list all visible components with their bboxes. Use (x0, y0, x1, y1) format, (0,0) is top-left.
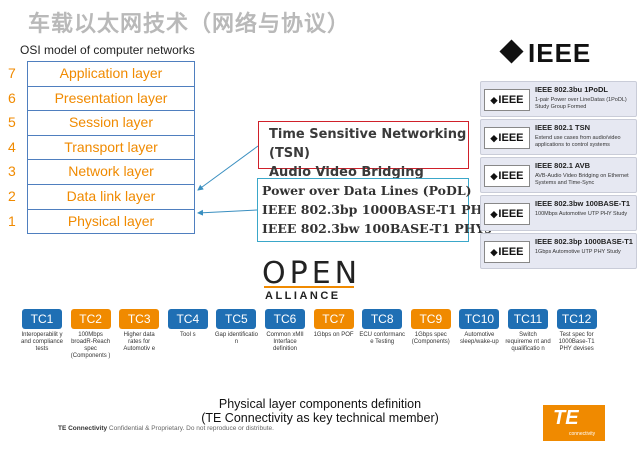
layer-name: Application layer (59, 65, 163, 81)
tc-description: Automotive sleep/wake-up (460, 332, 499, 345)
tc-description: 100Mbps broadR-Reach spec (Components ) (70, 332, 111, 359)
tc-chip: TC10 (459, 309, 500, 329)
te-connectivity-logo: TE connectivity (543, 405, 605, 441)
tc-item-9: TC9 1Gbps spec (Components) (410, 309, 451, 346)
phy-1000base-label: IEEE 802.3bp 1000BASE-T1 PHYs (262, 202, 499, 217)
layer-name: Transport layer (64, 138, 158, 155)
phy-100base-label: IEEE 802.3bw 100BASE-T1 PHYs (262, 221, 492, 236)
layer-number: 2 (8, 187, 16, 204)
tsn-label: Time Sensitive Networking (TSN) (269, 127, 467, 161)
ieee-card-title: IEEE 802.3bp 1000BASE-T1 (535, 237, 633, 246)
podl-phy-box: Power over Data Lines (PoDL) IEEE 802.3b… (257, 178, 499, 242)
ieee-card-title: IEEE 802.1 TSN (535, 123, 591, 132)
tc-description: 1Gbps spec (Components) (411, 332, 450, 345)
osi-caption: OSI model of computer networks (20, 43, 195, 57)
ieee-logo-text: IEEE (528, 38, 592, 68)
layer-number: 5 (8, 114, 16, 131)
footer-brand: TE Connectivity (58, 425, 108, 432)
footer-text: Confidential & Proprietary. Do not repro… (107, 425, 274, 432)
tc-chip: TC1 (22, 309, 62, 329)
caption-line-2: (TE Connectivity as key technical member… (201, 411, 439, 425)
layer-name: Data link layer (66, 187, 156, 204)
tc-description: Common xMII Interface definition (266, 332, 304, 352)
tc-chip: TC12 (556, 309, 597, 329)
ieee-card-subtitle: 1Gbps Automotive UTP PHY Study (535, 249, 621, 255)
te-logo-text: TE (553, 407, 579, 429)
ieee-badge: IEEE (484, 127, 530, 149)
tc-chip: TC11 (508, 309, 548, 329)
tc-chip: TC9 (410, 309, 451, 329)
tsn-to-datalink-arrow (197, 145, 259, 191)
osi-layer-stack: 7 Application layer 6 Presentation layer 5… (8, 61, 195, 235)
ieee-badge: IEEE (484, 89, 530, 111)
osi-layer-1: 1 Physical layer (8, 208, 195, 235)
ieee-card-title: IEEE 802.3bw 100BASE-T1 (535, 199, 631, 208)
ieee-card-subtitle: AVB-Audio Video Bridging on Ethernet Sys… (535, 173, 629, 186)
layer-number: 6 (8, 89, 16, 106)
tc-chip: TC8 (362, 309, 403, 329)
tc-description: Gap identificatio n (214, 332, 258, 345)
ieee-card-title: IEEE 802.3bu 1PoDL (535, 85, 608, 94)
ieee-card-tsn: IEEE IEEE 802.1 TSN Extend use cases fro… (480, 119, 637, 155)
podl-to-physical-arrow (197, 209, 258, 216)
ieee-logo: IEEE (499, 38, 592, 69)
page-title: 车载以太网技术（网络与协议） (28, 12, 351, 37)
layer-number: 4 (8, 138, 16, 155)
tc-description: 1Gbps on POF (313, 332, 354, 338)
ieee-card-subtitle: Extend use cases from audio/video applic… (535, 135, 621, 148)
ieee-badge: IEEE (484, 241, 530, 263)
layer-name: Session layer (68, 114, 154, 131)
tc-description: Interoperabilit y and compliance tests (20, 332, 64, 352)
tc-description: Higher data rates for Automotiv e (123, 332, 156, 352)
tc-description: Tool s (179, 332, 196, 338)
ieee-card-100base-t1: IEEE IEEE 802.3bw 100BASE-T1 100Mbps Aut… (480, 195, 637, 231)
te-logo-sub: connectivity (569, 431, 596, 437)
tc-item-2: TC2 100Mbps broadR-Reach spec (Components… (70, 309, 111, 360)
podl-label: Power over Data Lines (PoDL) (262, 183, 472, 198)
ieee-card-1podl: IEEE IEEE 802.3bu 1PoDL 1-pair Power ove… (480, 81, 637, 117)
footer-disclaimer: TE Connectivity Confidential & Proprieta… (58, 425, 274, 432)
open-alliance-open-text: OPEN (262, 256, 362, 291)
ieee-badge: IEEE (484, 203, 530, 225)
tc-item-7: TC7 1Gbps on POF (314, 309, 354, 339)
ieee-diamond-icon (499, 39, 524, 64)
layer-number: 7 (8, 65, 16, 81)
ieee-card-1000base-t1: IEEE IEEE 802.3bp 1000BASE-T1 1Gbps Auto… (480, 233, 637, 269)
layer-name: Network layer (68, 163, 154, 180)
ieee-badge: IEEE (484, 165, 530, 187)
tc-description: Switch requireme nt and qualificatio n (505, 332, 551, 352)
layer-name: Physical layer (67, 212, 155, 229)
tsn-avb-box: Time Sensitive Networking (TSN) Audio Vi… (258, 121, 469, 199)
layer-name: Presentation layer (54, 89, 168, 106)
layer-number: 3 (8, 163, 16, 180)
tc-chip: TC7 (313, 309, 354, 329)
open-alliance-rule (264, 286, 354, 288)
tc-chip: TC3 (119, 309, 160, 329)
tc-description: Test spec for 1000Base-T1 PHY devises (558, 332, 595, 352)
tc-chip: TC4 (167, 309, 208, 329)
ieee-card-avb: IEEE IEEE 802.1 AVB AVB-Audio Video Brid… (480, 157, 637, 193)
tc-chip: TC5 (216, 309, 257, 329)
caption-line-1: Physical layer components definition (218, 397, 422, 411)
tc-description: ECU conformanc e Testing (359, 332, 406, 345)
tc-chip: TC6 (265, 309, 305, 329)
layer-number: 1 (8, 212, 16, 229)
open-alliance-alliance-text: ALLIANCE (265, 290, 341, 302)
ieee-card-subtitle: 1-pair Power over LineDatas (1PoDL) Stud… (535, 97, 627, 110)
tc-chip: TC2 (70, 309, 111, 329)
ieee-card-title: IEEE 802.1 AVB (535, 161, 591, 170)
ieee-card-subtitle: 100Mbps Automotive UTP PHY Study (535, 211, 628, 217)
